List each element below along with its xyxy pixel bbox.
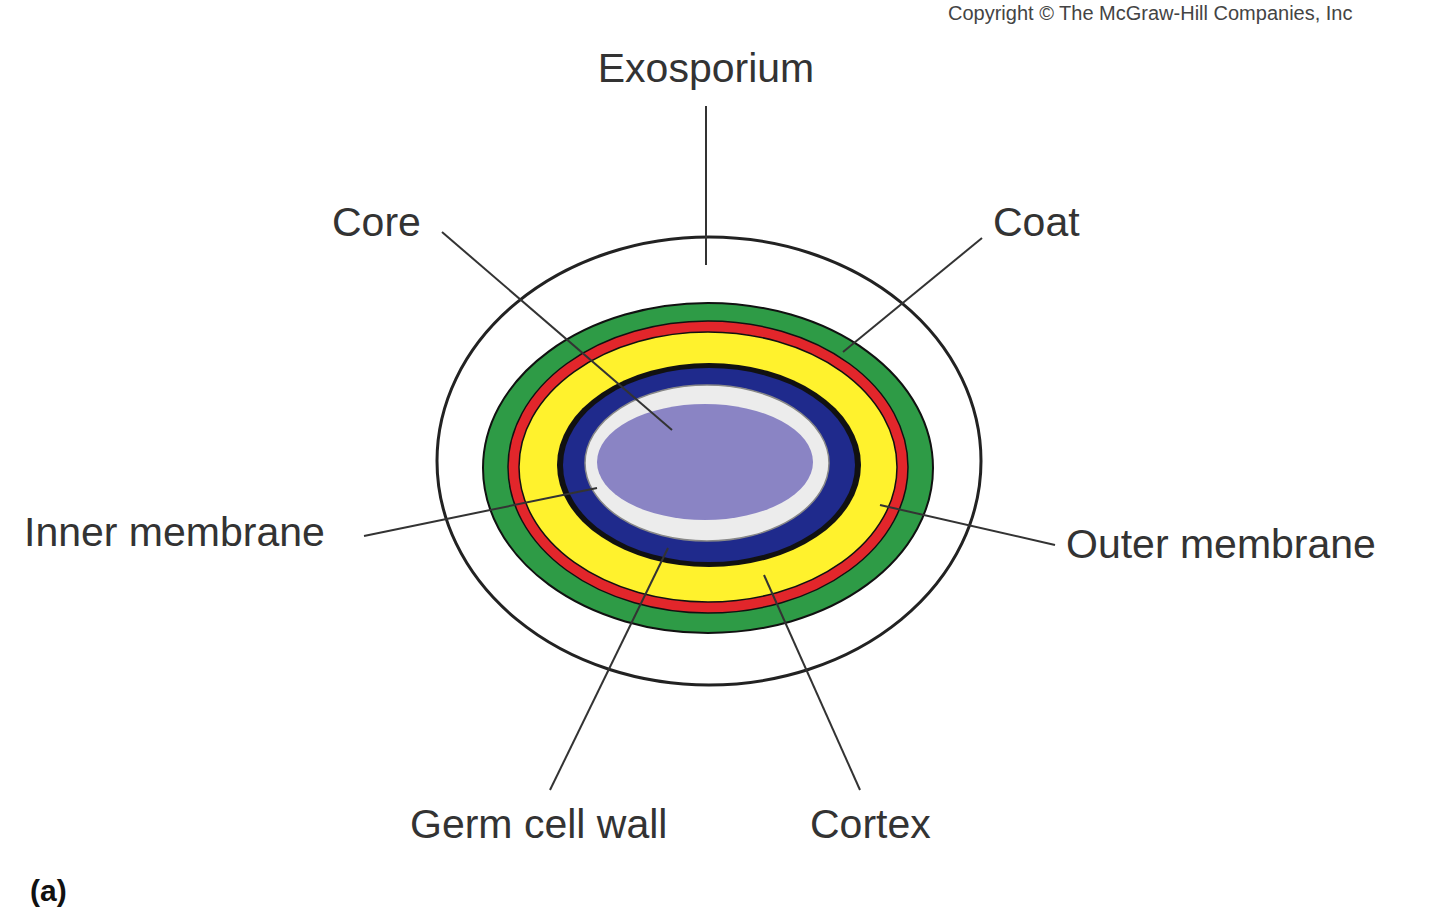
- cortex-layer: [519, 332, 897, 602]
- part-label: Inner membrane: [24, 510, 325, 555]
- leader-line: [705, 106, 707, 265]
- part-label: Cortex: [810, 802, 931, 847]
- part-label: Core: [332, 200, 421, 245]
- germ-cell-wall-layer: [563, 368, 855, 562]
- part-label: Exosporium: [598, 46, 814, 91]
- leader-line: [764, 575, 860, 790]
- leader-line: [843, 238, 982, 352]
- leader-line: [364, 488, 597, 536]
- outer-membrane-layer: [508, 321, 908, 613]
- copyright-notice: Copyright © The McGraw-Hill Companies, I…: [948, 2, 1353, 24]
- germ-wall-outline: [557, 363, 861, 567]
- leader-line: [880, 505, 1055, 545]
- coat-layer: [483, 303, 933, 633]
- part-label: Germ cell wall: [410, 802, 667, 847]
- exosporium-layer: [437, 237, 981, 685]
- panel-letter: (a): [30, 874, 67, 907]
- part-label: Outer membrane: [1066, 522, 1376, 567]
- inner-membrane-layer: [585, 385, 829, 541]
- leader-line: [442, 232, 672, 430]
- part-label: Coat: [993, 200, 1080, 245]
- leader-line: [550, 548, 668, 790]
- core-region: [597, 404, 813, 520]
